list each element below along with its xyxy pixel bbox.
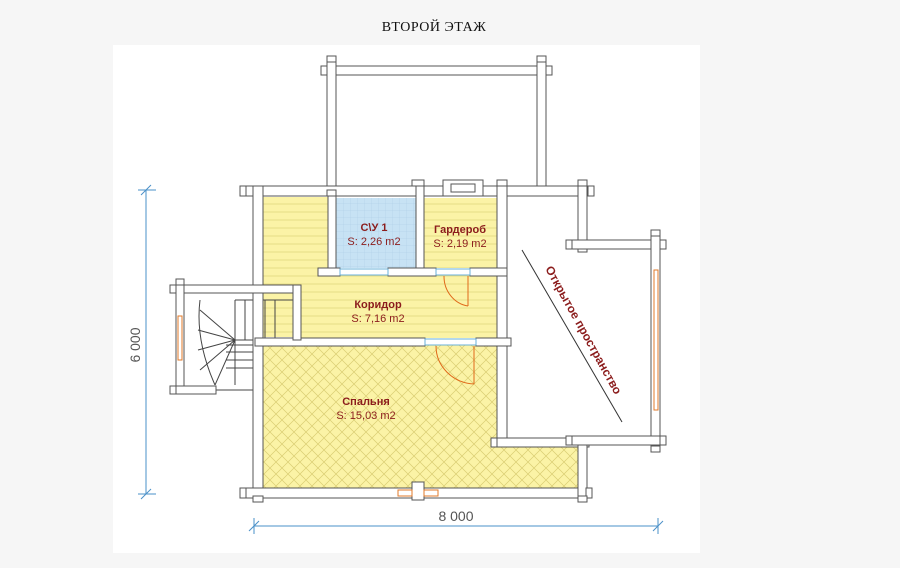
corridor-area: S: 7,16 m2 [351,313,404,325]
height-dimension: 6 000 [127,327,143,362]
wardrobe-name: Гардероб [434,224,486,236]
log-ends [169,55,667,503]
wardrobe-area: S: 2,19 m2 [433,238,486,250]
dimension-lines [138,184,664,534]
doors [339,268,477,385]
bedroom-area: S: 15,03 m2 [336,410,395,422]
wc-area: S: 2,26 m2 [347,236,400,248]
floor-title: ВТОРОЙ ЭТАЖ [381,20,487,35]
wc-floor [336,198,416,268]
bedroom-name: Спальня [342,396,390,408]
width-dimension: 8 000 [438,508,473,524]
corridor-name: Коридор [354,299,402,311]
open-space-diagonal [521,249,623,423]
windows [177,269,659,497]
open-space-label: Открытое пространство [542,263,624,396]
bedroom-floor [262,345,578,490]
wc-name: С\У 1 [360,222,387,234]
wardrobe-floor [424,198,500,268]
